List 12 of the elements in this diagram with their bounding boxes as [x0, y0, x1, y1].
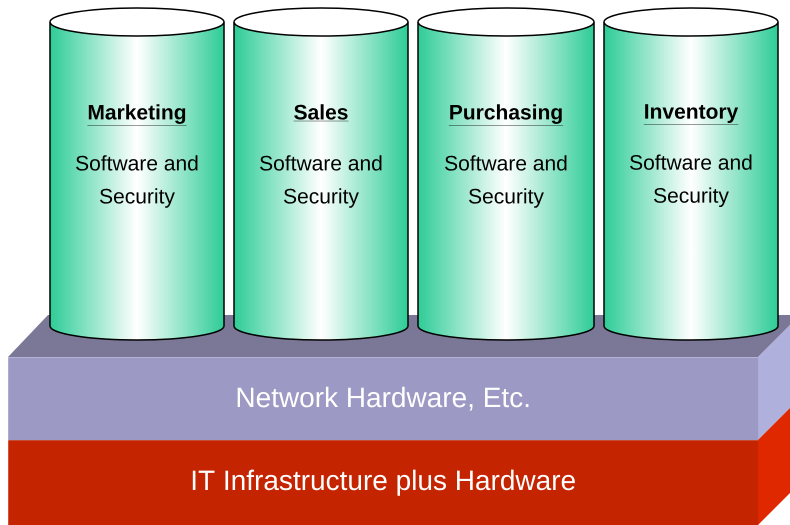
node-label: Software and Security	[630, 154, 752, 208]
cylinder: Purchasing Software and Security	[417, 7, 595, 341]
cylinder: Sales Software and Security	[233, 7, 409, 341]
node-label: Marketing	[88, 104, 186, 124]
cylinder: Inventory Software and Security	[603, 7, 779, 341]
node-label: Software and Security	[445, 155, 566, 208]
node-label: Purchasing	[450, 104, 562, 124]
node-label: Sales	[294, 104, 348, 120]
node-label: Software and Security	[260, 155, 382, 208]
node-label: Inventory	[645, 104, 738, 124]
cylinder: Marketing Software and Security	[49, 7, 225, 341]
node-label: Software and Security	[76, 155, 198, 208]
